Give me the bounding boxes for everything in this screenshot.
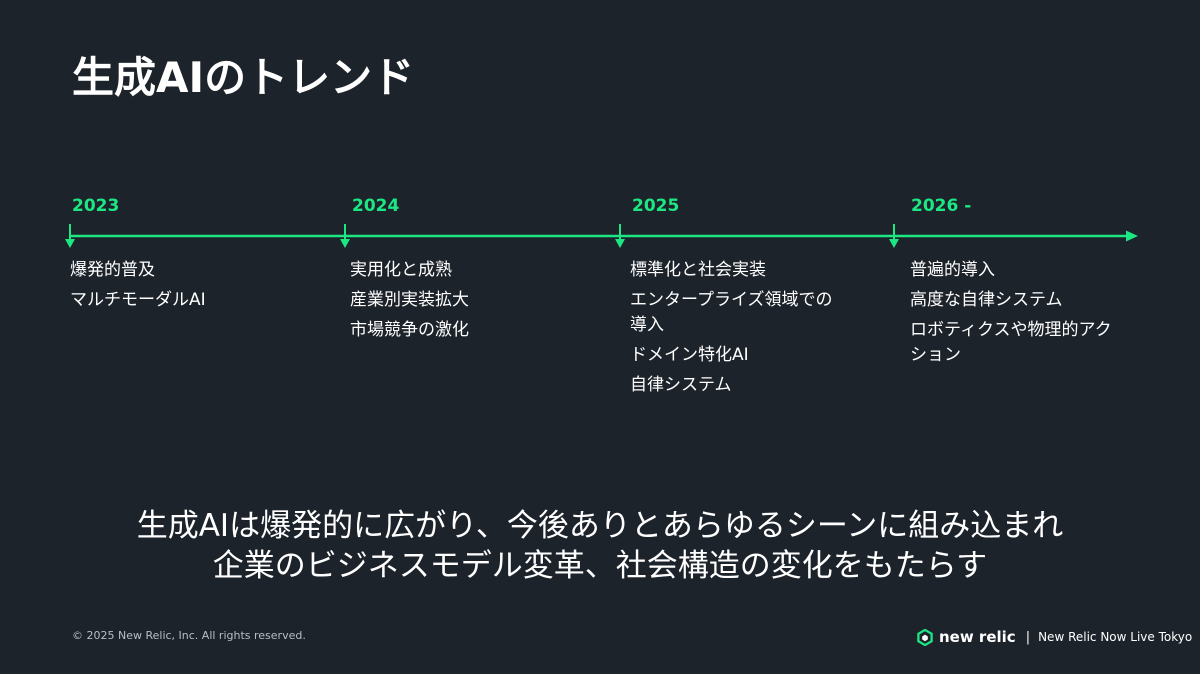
- list-item: 実用化と成熟: [350, 260, 452, 280]
- list-item: 産業別実装拡大: [350, 290, 469, 310]
- timeline-year-2024: 2024: [352, 196, 400, 216]
- timeline-tick-2024: [340, 224, 350, 248]
- list-item: 自律システム: [630, 375, 732, 395]
- headline-line-1: 生成AIは爆発的に広がり、今後ありとあらゆるシーンに組み込まれ: [136, 508, 1064, 544]
- list-item: エンタープライズ領域での導入: [630, 290, 833, 335]
- list-item: ドメイン特化AI: [630, 345, 749, 365]
- slide-title: 生成AIのトレンド: [72, 53, 415, 102]
- timeline-tick-2023: [65, 224, 75, 248]
- timeline-items-2024: 実用化と成熟 産業別実装拡大 市場競争の激化: [350, 255, 600, 345]
- list-item: 爆発的普及: [70, 260, 155, 280]
- list-item: 市場競争の激化: [350, 320, 469, 340]
- footer-brand: new relic | New Relic Now Live Tokyo: [917, 626, 1192, 648]
- timeline-items-2026: 普遍的導入 高度な自律システム ロボティクスや物理的アクション: [910, 255, 1115, 370]
- list-item: 標準化と社会実装: [630, 260, 766, 280]
- timeline-tick-2026: [889, 224, 899, 248]
- event-name: New Relic Now Live Tokyo: [1038, 630, 1193, 644]
- timeline-tick-2025: [615, 224, 625, 248]
- timeline-items-2025: 標準化と社会実装 エンタープライズ領域での導入 ドメイン特化AI 自律システム: [630, 255, 840, 400]
- timeline-year-2023: 2023: [72, 196, 120, 216]
- list-item: 高度な自律システム: [910, 290, 1063, 310]
- brand-name: new relic: [939, 628, 1016, 646]
- timeline-items-2023: 爆発的普及 マルチモーダルAI: [70, 255, 320, 315]
- new-relic-logo-icon: [917, 628, 933, 646]
- list-item: ロボティクスや物理的アクション: [910, 320, 1112, 365]
- timeline-year-2025: 2025: [632, 196, 680, 216]
- copyright-notice: © 2025 New Relic, Inc. All rights reserv…: [72, 629, 306, 642]
- headline-line-2: 企業のビジネスモデル変革、社会構造の変化をもたらす: [212, 548, 988, 584]
- footer-separator: |: [1025, 629, 1031, 645]
- list-item: マルチモーダルAI: [70, 290, 206, 310]
- list-item: 普遍的導入: [910, 260, 995, 280]
- timeline-arrowhead: [1126, 230, 1138, 242]
- timeline-year-2026: 2026 -: [911, 196, 972, 216]
